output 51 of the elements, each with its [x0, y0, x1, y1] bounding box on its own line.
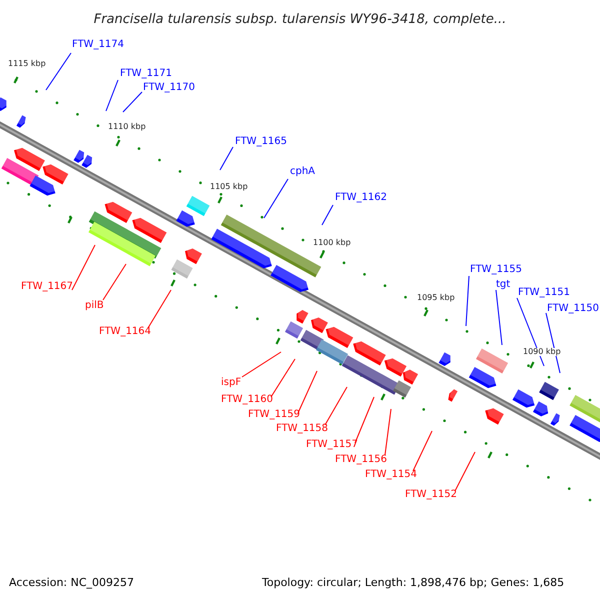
footer-text: Topology: circular; Length: 1,898,476 bp; Genes: 1,685 [262, 577, 564, 588]
leader-line [466, 276, 470, 326]
gene-label: FTW_1171 [120, 69, 172, 79]
leader-line [264, 178, 288, 218]
leader-line [516, 298, 544, 366]
scale-label: 1110 kbp [108, 123, 146, 131]
leader-line [72, 244, 96, 290]
gene-label: cphA [290, 167, 316, 177]
gene-label: FTW_1151 [518, 288, 570, 298]
leader-line [322, 204, 334, 226]
gene-label: FTW_1154 [365, 470, 418, 480]
leader-line [298, 370, 318, 414]
leader-line [354, 396, 374, 444]
gene-label: FTW_1150 [547, 304, 600, 314]
scale-label: 1095 kbp [417, 294, 455, 302]
gene-label: FTW_1167 [21, 282, 74, 292]
gene-label: FTW_1156 [335, 455, 388, 465]
leader-line [412, 430, 432, 472]
leader-line [270, 358, 296, 398]
leader-line [102, 264, 126, 300]
gene-label: FTW_1155 [470, 265, 522, 275]
leader-line [106, 80, 118, 112]
gene-label: FTW_1160 [221, 395, 274, 405]
gene-label: FTW_1164 [99, 327, 152, 337]
leader-line [148, 290, 172, 328]
gene-label: FTW_1158 [276, 424, 328, 434]
leader-line [324, 386, 348, 426]
leader-line [384, 408, 392, 456]
scale-label: 1090 kbp [523, 348, 561, 356]
gene-label: ispF [221, 378, 242, 388]
gene-label: FTW_1165 [235, 137, 288, 147]
leader-line [496, 290, 502, 346]
leader-line [220, 146, 234, 170]
gene-label: pilB [85, 301, 104, 311]
gene-label: FTW_1152 [405, 490, 458, 500]
leader-line [242, 352, 282, 378]
gene-label: FTW_1162 [335, 193, 388, 203]
gene-label: tgt [496, 280, 510, 290]
leader-line [122, 92, 142, 112]
scale-label: 1115 kbp [8, 60, 46, 68]
scale-label: 1105 kbp [210, 183, 248, 191]
footer-text: Accession: NC_009257 [9, 577, 134, 588]
gene-label: FTW_1174 [72, 40, 124, 50]
scale-label: 1100 kbp [313, 239, 351, 247]
leader-line [46, 52, 72, 90]
gene-label: FTW_1170 [143, 83, 196, 93]
gene-label: FTW_1157 [306, 440, 358, 450]
leader-line [546, 312, 560, 374]
gene-label: FTW_1159 [248, 410, 300, 420]
leader-line [454, 452, 476, 492]
title: Francisella tularensis subsp. tularensis WY96-3418, complete... [92, 12, 508, 27]
